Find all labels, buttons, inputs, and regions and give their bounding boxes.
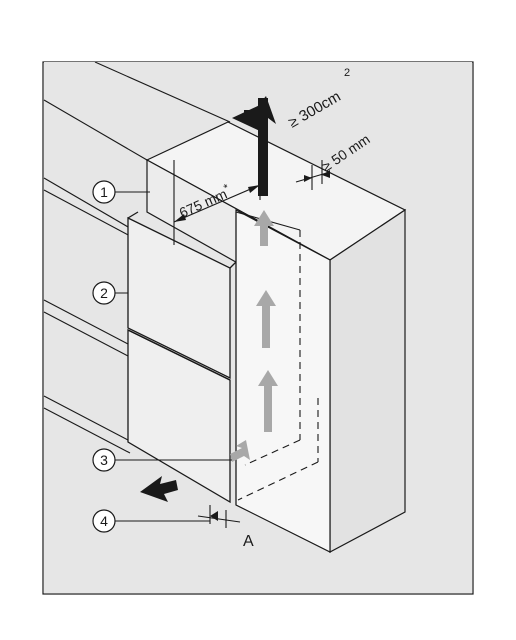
depth-arrow-left [174,214,186,222]
callout-1: 1 [92,180,150,204]
depth-arrow-right [248,185,260,193]
airflow-arrows [230,210,278,462]
up-arrow-icon [254,210,274,246]
vent-area-exponent: 2 [344,67,350,79]
callout-2: 2 [92,281,128,305]
gap-a-label: A [243,533,254,550]
up-arrow-icon [258,370,278,432]
up-arrow-icon [230,440,250,462]
svg-text:3: 3 [100,452,108,468]
push-arrow-icon [140,476,178,502]
appliance-outline [237,230,319,501]
side-cabinet [235,208,406,553]
exhaust-arrow-shaft [258,98,268,196]
gap-a-arrow [210,511,218,521]
gap-arrow-right [322,170,330,178]
exhaust-arrow-bar [244,110,264,120]
svg-text:2: 2 [100,285,108,301]
up-arrow-icon [256,290,276,348]
svg-text:1: 1 [100,184,108,200]
upper-door [127,216,231,380]
svg-text:4: 4 [100,513,108,529]
callout-4: 4 [92,509,210,533]
callout-3: 3 [92,448,232,472]
wall-lines [43,61,231,454]
appliance-doors [127,211,237,504]
gap-arrow-left [304,175,312,182]
